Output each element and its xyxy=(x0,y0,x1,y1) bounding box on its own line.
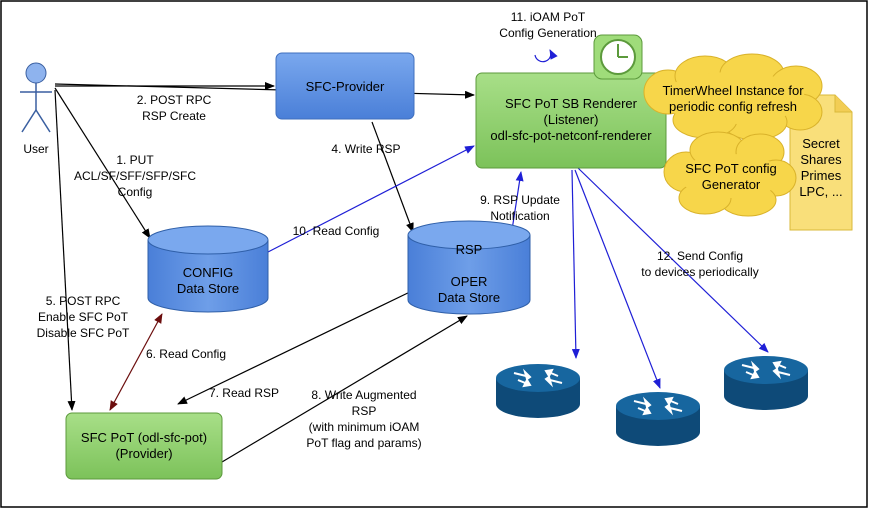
renderer-line-3: odl-sfc-pot-netconf-renderer xyxy=(490,128,652,143)
edge-2-label: 2. POST RPC RSP Create xyxy=(137,93,212,123)
edge-9-label: 9. RSP Update Notification xyxy=(480,193,560,223)
edge-8-label-line: (with minimum iOAM xyxy=(309,420,420,434)
edge-6-label: 6. Read Config xyxy=(146,347,226,361)
edge-12-label-line: 12. Send Config xyxy=(657,249,743,263)
edge-1-arrow xyxy=(54,87,151,239)
secret-note-line-1: Secret xyxy=(802,136,840,151)
edge-1-label-line: 1. PUT xyxy=(116,153,154,167)
user-label: User xyxy=(23,142,48,156)
edge-6-arrow xyxy=(109,313,163,411)
edge-5-label-line: Enable SFC PoT xyxy=(38,310,129,324)
edge-10-arrow xyxy=(267,145,475,253)
edge-7-label-line: 7. Read RSP xyxy=(209,386,279,400)
edge-8-label-line: 8. Write Augmented xyxy=(311,388,416,402)
edge-2-label-line: RSP Create xyxy=(142,109,206,123)
pot-provider-line-2: (Provider) xyxy=(115,446,172,461)
oper-store-line-2: Data Store xyxy=(438,290,500,305)
edge-12-arrow-a xyxy=(571,169,580,359)
edge-10-label-line: 10. Read Config xyxy=(293,224,380,238)
config-data-store: CONFIG Data Store xyxy=(147,225,269,313)
timerwheel-line-1: TimerWheel Instance for xyxy=(662,83,804,98)
secret-note-line-2: Shares xyxy=(800,152,842,167)
edge-6-label-line: 6. Read Config xyxy=(146,347,226,361)
sfc-provider-box: SFC-Provider xyxy=(275,52,415,120)
generator-line-1: SFC PoT config xyxy=(685,161,777,176)
router-icon xyxy=(496,364,580,418)
edge-1-label-line: ACL/SF/SFF/SFP/SFC xyxy=(74,169,196,183)
generator-cloud: SFC PoT config Generator xyxy=(663,131,797,217)
edge-2-label-line: 2. POST RPC xyxy=(137,93,212,107)
edge-9-arrow xyxy=(511,171,524,231)
edge-8-label-line: RSP xyxy=(352,404,377,418)
router-icon xyxy=(724,356,808,410)
edge-1-label: 1. PUT ACL/SF/SFF/SFP/SFC Config xyxy=(74,153,196,199)
edge-5-label-line: Disable SFC PoT xyxy=(37,326,130,340)
edge-4-label-line: 4. Write RSP xyxy=(331,142,400,156)
edge-8-label-line: PoT flag and params) xyxy=(306,436,421,450)
edge-11-loop xyxy=(534,49,558,63)
timerwheel-line-2: periodic config refresh xyxy=(669,99,797,114)
edge-10-label: 10. Read Config xyxy=(293,224,380,238)
config-store-line-1: CONFIG xyxy=(183,265,234,280)
sfc-provider-label: SFC-Provider xyxy=(306,79,385,94)
edge-7-label: 7. Read RSP xyxy=(209,386,279,400)
oper-data-store: RSP OPER Data Store xyxy=(407,220,531,315)
edge-11-label-line: Config Generation xyxy=(499,26,596,40)
edge-12-arrow-c xyxy=(577,167,769,353)
pot-provider-line-1: SFC PoT (odl-sfc-pot) xyxy=(81,430,207,445)
renderer-box: SFC PoT SB Renderer (Listener) odl-sfc-p… xyxy=(475,72,667,169)
edge-5-label-line: 5. POST RPC xyxy=(46,294,121,308)
edge-12-label: 12. Send Config to devices periodically xyxy=(641,249,758,279)
edge-5-arrow xyxy=(54,89,76,411)
generator-line-2: Generator xyxy=(702,177,761,192)
config-store-line-2: Data Store xyxy=(177,281,239,296)
oper-store-line-1: OPER xyxy=(451,274,488,289)
renderer-line-2: (Listener) xyxy=(544,112,599,127)
secret-note-line-4: LPC, ... xyxy=(799,184,842,199)
edge-12-label-line: to devices periodically xyxy=(641,265,758,279)
edge-4-arrow xyxy=(371,121,414,233)
edge-11-label: 11. iOAM PoT Config Generation xyxy=(499,10,596,40)
edge-8-arrow xyxy=(221,315,468,463)
edge-4-label: 4. Write RSP xyxy=(331,142,400,156)
edge-7-arrow xyxy=(177,289,415,405)
clock-icon xyxy=(593,34,643,80)
oper-store-top: RSP xyxy=(456,242,483,257)
pot-provider-box: SFC PoT (odl-sfc-pot) (Provider) xyxy=(65,412,223,480)
edge-8-label: 8. Write Augmented RSP (with minimum iOA… xyxy=(306,388,421,450)
edge-1-label-line: Config xyxy=(118,185,153,199)
user-actor: User xyxy=(20,62,52,156)
renderer-line-1: SFC PoT SB Renderer xyxy=(505,96,638,111)
edge-9-label-line: Notification xyxy=(490,209,549,223)
edge-9-label-line: 9. RSP Update xyxy=(480,193,560,207)
edge-5-label: 5. POST RPC Enable SFC PoT Disable SFC P… xyxy=(37,294,130,340)
edge-12-arrow-b xyxy=(574,169,661,389)
edge-11-label-line: 11. iOAM PoT xyxy=(511,10,586,24)
secret-note-line-3: Primes xyxy=(801,168,842,183)
timerwheel-cloud: TimerWheel Instance for periodic config … xyxy=(643,53,823,141)
router-icon xyxy=(616,392,700,446)
